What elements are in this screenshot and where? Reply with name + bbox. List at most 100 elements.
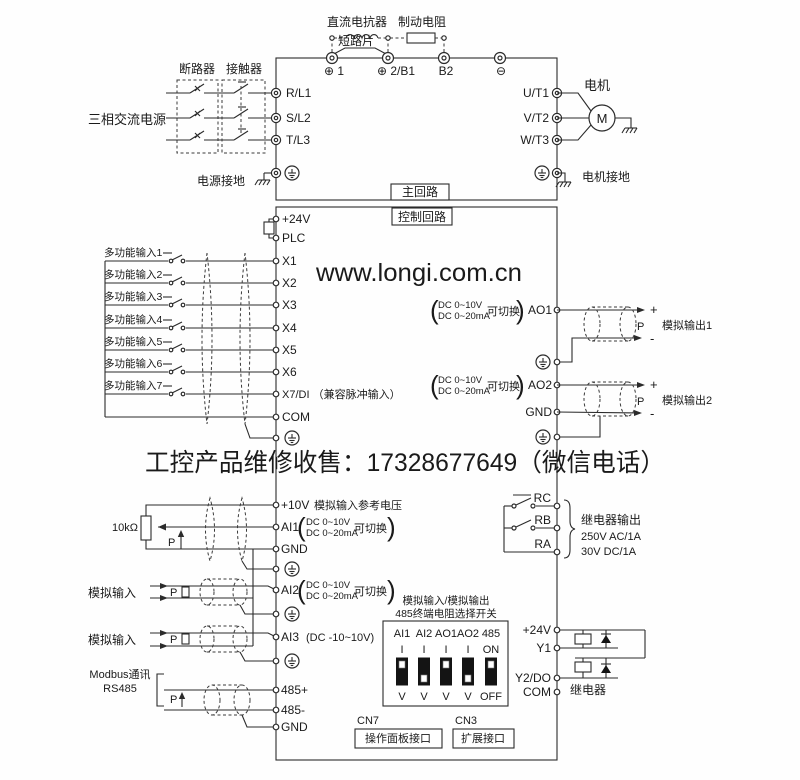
dip-top-label: I: [422, 644, 425, 656]
terminal-plc-label: PLC: [282, 231, 306, 245]
terminal-gnd-2: [272, 723, 280, 731]
power-source-label: 三相交流电源: [88, 112, 166, 127]
dip-switch-ai2[interactable]: [418, 657, 430, 686]
terminal-u-t1-label: U/T1: [523, 86, 549, 100]
svg-text:DC 0~10V: DC 0~10V: [438, 300, 483, 311]
dip-handle-ao2[interactable]: [464, 674, 472, 683]
terminal-pe-6: [553, 433, 561, 441]
dip-top-label: I: [400, 644, 403, 656]
terminal-gnd-right-label: GND: [525, 405, 552, 419]
dip-col-label: AI1: [394, 628, 411, 640]
pot-value-label: 10kΩ: [112, 522, 138, 534]
dip-switch-ao2[interactable]: [462, 657, 474, 686]
dip-top-label: ON: [483, 644, 500, 656]
arrow-icon: [634, 410, 642, 416]
brake-resistor-icon: [406, 32, 436, 44]
diode-icon: [601, 635, 611, 643]
pair-marker-icon: [181, 586, 190, 598]
relay-coil-icon: [574, 633, 592, 645]
terminal-b2: [437, 51, 451, 65]
motor-output-section: U/T1 V/T2 W/T3 M 电机 电机接地: [520, 78, 638, 188]
svg-text:): ): [387, 512, 396, 542]
10v-note: 模拟输入参考电压: [314, 498, 402, 512]
terminal-ra: [553, 548, 561, 556]
p-marker: P: [170, 634, 177, 646]
main-circuit-box: [275, 57, 558, 201]
terminal-x5: [272, 346, 280, 354]
input-label: 多功能输入6: [104, 357, 162, 370]
cn3-box[interactable]: [452, 728, 515, 749]
svg-text:可切换: 可切换: [354, 584, 387, 598]
power-ground: 电源接地: [197, 165, 300, 188]
terminal-485p: [272, 686, 280, 694]
plus-sign: +: [650, 377, 658, 392]
dip-handle-ao1[interactable]: [442, 660, 450, 669]
svg-text:): ): [516, 295, 525, 325]
dip-col-label: 485: [482, 628, 500, 640]
dip-title-1: 模拟输入/模拟输出: [403, 594, 490, 607]
relay-output-label: 继电器输出: [581, 512, 641, 527]
terminal-x2: [272, 279, 280, 287]
modbus-label: Modbus通讯: [89, 668, 150, 681]
dip-handle-ai1[interactable]: [398, 660, 406, 669]
phase-lines: [166, 81, 276, 141]
svg-text:(: (: [297, 575, 306, 605]
wiper-arrow-icon: [158, 523, 166, 531]
brake-resistor-label: 制动电阻: [398, 15, 446, 29]
terminal-b2-label: B2: [439, 64, 454, 78]
ai2-range-note: ( DC 0~10V DC 0~20mA 可切换 ): [297, 575, 396, 605]
terminal-10v-label: +10V: [281, 498, 309, 512]
terminal-plus1-label: ⊕ 1: [324, 64, 344, 78]
motor-ground-icon: [555, 181, 572, 188]
shield-cable-icon: [205, 496, 215, 563]
diode-icon: [601, 665, 611, 673]
pair-marker-icon: [181, 633, 190, 645]
svg-text:DC 0~10V: DC 0~10V: [438, 375, 483, 386]
dip-switch-ao1[interactable]: [440, 657, 452, 686]
terminal-x7: [272, 390, 280, 398]
brace-icon: [563, 499, 576, 559]
dip-bottom-label: V: [398, 691, 406, 703]
terminal-t-l3-label: T/L3: [286, 133, 310, 147]
terminal-s-l2: [270, 112, 282, 124]
rs485-section: Modbus通讯 RS485 P: [89, 668, 276, 728]
short-bar-icon: [331, 47, 389, 56]
dip-handle-ai2[interactable]: [420, 674, 428, 683]
svg-text:DC 0~10V: DC 0~10V: [306, 517, 351, 528]
terminal-plus1: [325, 51, 339, 65]
terminal-v-t2-label: V/T2: [524, 111, 550, 125]
dc-reactor-label: 直流电抗器: [327, 14, 387, 29]
arrow-icon: [160, 583, 168, 589]
rs485-label: RS485: [103, 683, 137, 695]
analog-input-2-section: 模拟输入 P: [88, 578, 277, 615]
power-ground-icon: [254, 179, 271, 186]
power-ground-label: 电源接地: [197, 173, 245, 188]
ad-banner-text: 工控产品维修收售：17328677649（微信电话）: [145, 449, 665, 477]
pe-icon-4: [284, 653, 300, 669]
dip-switch-ai1[interactable]: [396, 657, 408, 686]
terminal-minus: [493, 51, 507, 65]
svg-text:可切换: 可切换: [487, 379, 520, 393]
terminal-x7-label: X7/DI （兼容脉冲输入）: [282, 387, 401, 401]
terminal-485n: [272, 706, 280, 714]
input-label: 多功能输入1: [104, 246, 162, 259]
terminal-x1: [272, 257, 280, 265]
terminal-w-t3-label: W/T3: [520, 133, 549, 147]
cn7-label: CN7: [357, 715, 379, 727]
dip-top-label: I: [466, 644, 469, 656]
motor-pe-icon: [534, 165, 550, 181]
bracket-icon: [156, 673, 164, 707]
short-bar-label: 短路片: [338, 33, 374, 48]
dip-switch-485[interactable]: [485, 657, 497, 686]
arrow-icon: [637, 382, 645, 388]
ai3-range-note: (DC -10~10V): [306, 632, 374, 644]
dip-handle-485[interactable]: [487, 660, 495, 669]
cn7-box[interactable]: [354, 728, 443, 749]
dip-col-label: AO2: [457, 628, 479, 640]
input-label: 多功能输入7: [104, 379, 162, 392]
terminal-485n-label: 485-: [281, 703, 305, 717]
pair-arrow-icon: [177, 530, 185, 537]
potentiometer-icon: [140, 515, 152, 541]
p-marker: P: [170, 587, 177, 599]
